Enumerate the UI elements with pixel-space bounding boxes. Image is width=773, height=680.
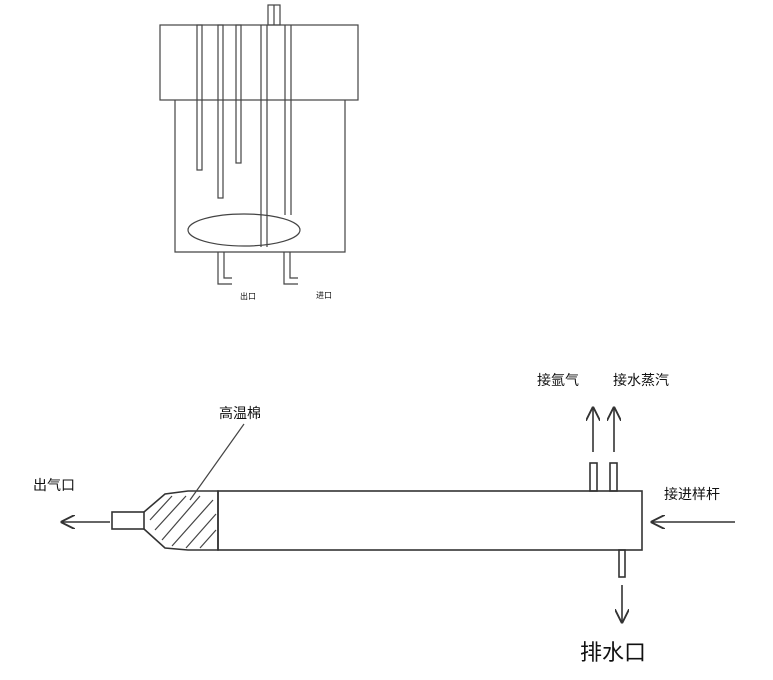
inlet-label: 进口 [316,291,332,300]
insulation-label: 高温棉 [219,405,261,422]
sampling-rod-label: 接进样杆 [664,486,720,503]
insulation-section [143,490,219,551]
inlet-pipe [283,252,298,285]
steam-label: 接水蒸汽 [613,372,669,389]
vessel-tube-3 [235,24,242,164]
outlet-nozzle [111,511,145,530]
vessel-lid [159,24,359,101]
outlet-label: 出口 [240,291,256,301]
tube-assembly: 出气口 高温棉 接氩气 接水蒸汽 接进样杆 排水口 [33,372,735,666]
gas-outlet-label: 出气口 [33,478,75,494]
outlet-pipe [217,252,232,285]
insulation-leader [189,423,245,501]
drain-port [618,549,626,578]
vessel-body [174,100,346,253]
argon-label: 接氩气 [537,372,579,389]
main-tube [217,490,643,551]
vessel: 出口 进口 [159,4,359,301]
vessel-tube-1 [196,24,203,171]
vessel-tube-2 [217,24,224,199]
steam-port [609,462,618,492]
argon-port [589,462,598,492]
insulation-hatching [149,495,217,549]
drain-label: 排水口 [580,641,646,666]
vessel-coil [187,213,301,247]
